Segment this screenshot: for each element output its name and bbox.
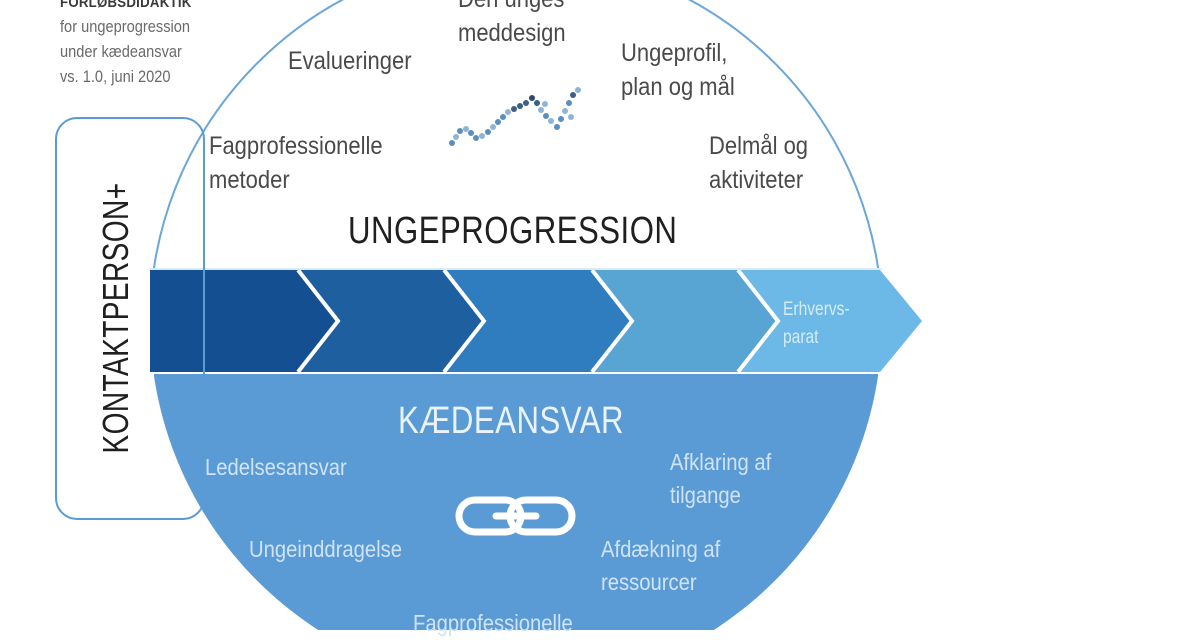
lower-item-fagprofessionelle: Fagprofessionelle [413,607,573,640]
upper-item-line: meddesign [458,19,566,47]
arrow-segment-3 [444,270,632,372]
lower-item-line: ressourcer [601,569,697,595]
document-version: vs. 1.0, juni 2020 [60,67,171,86]
ungeprogression-title: UNGEPROGRESSION [348,210,678,252]
upper-item-line: aktiviteter [709,166,804,194]
chain-link-icon [455,496,576,536]
upper-item-evalueringer: Evalueringer [288,44,412,78]
lower-item-line: Fagprofessionelle [413,610,573,636]
kaedeansvar-title: KÆDEANSVAR [398,400,624,442]
progress-path-icon [449,87,581,146]
upper-item-line: Fagprofessionelle [209,132,383,160]
upper-item-fagprofessionelle-metoder: Fagprofessionelle metoder [209,129,383,197]
upper-item-line: metoder [209,166,290,194]
upper-item-line: plan og mål [621,73,735,101]
arrow-label-line: Erhvervs- [783,299,850,320]
upper-item-line: Delmål og [709,132,809,160]
lower-item-line: tilgange [670,482,741,508]
progression-arrow-band [150,268,922,374]
lower-item-line: Ungeinddragelse [249,536,403,562]
document-title: FORLØBSDIDAKTIK [60,0,192,11]
upper-item-ungeprofil: Ungeprofil, plan og mål [621,36,735,104]
upper-item-meddesign: Den unges meddesign [458,0,566,50]
arrow-segment-1 [150,270,338,372]
arrow-label-erhvervsparat: Erhvervs- parat [783,296,850,352]
upper-item-line: Den unges [458,0,566,16]
lower-item-afdaekning: Afdækning af ressourcer [601,533,720,599]
lower-item-afklaring: Afklaring af tilgange [670,446,771,512]
upper-item-line: Ungeprofil, [621,39,728,67]
arrow-label-line: parat [783,327,819,348]
upper-circle-outline [152,0,880,270]
lower-item-line: Afklaring af [670,449,772,475]
document-subtitle-line-1: for ungeprogression [60,17,191,36]
arrow-segment-2 [298,270,484,372]
contact-person-box [55,117,205,520]
lower-item-line: Ledelsesansvar [205,454,347,480]
arrow-segment-4 [592,270,778,372]
upper-item-delmaal: Delmål og aktiviteter [709,129,808,197]
lower-item-ungeinddragelse: Ungeinddragelse [249,533,402,566]
upper-item-line: Evalueringer [288,47,412,75]
contact-person-label: KONTAKTPERSON+ [95,182,136,454]
arrow-segment-5 [738,270,922,372]
lower-item-ledelsesansvar: Ledelsesansvar [205,451,347,484]
document-subtitle-line-2: under kædeansvar [60,42,182,61]
lower-item-line: Afdækning af [601,536,721,562]
